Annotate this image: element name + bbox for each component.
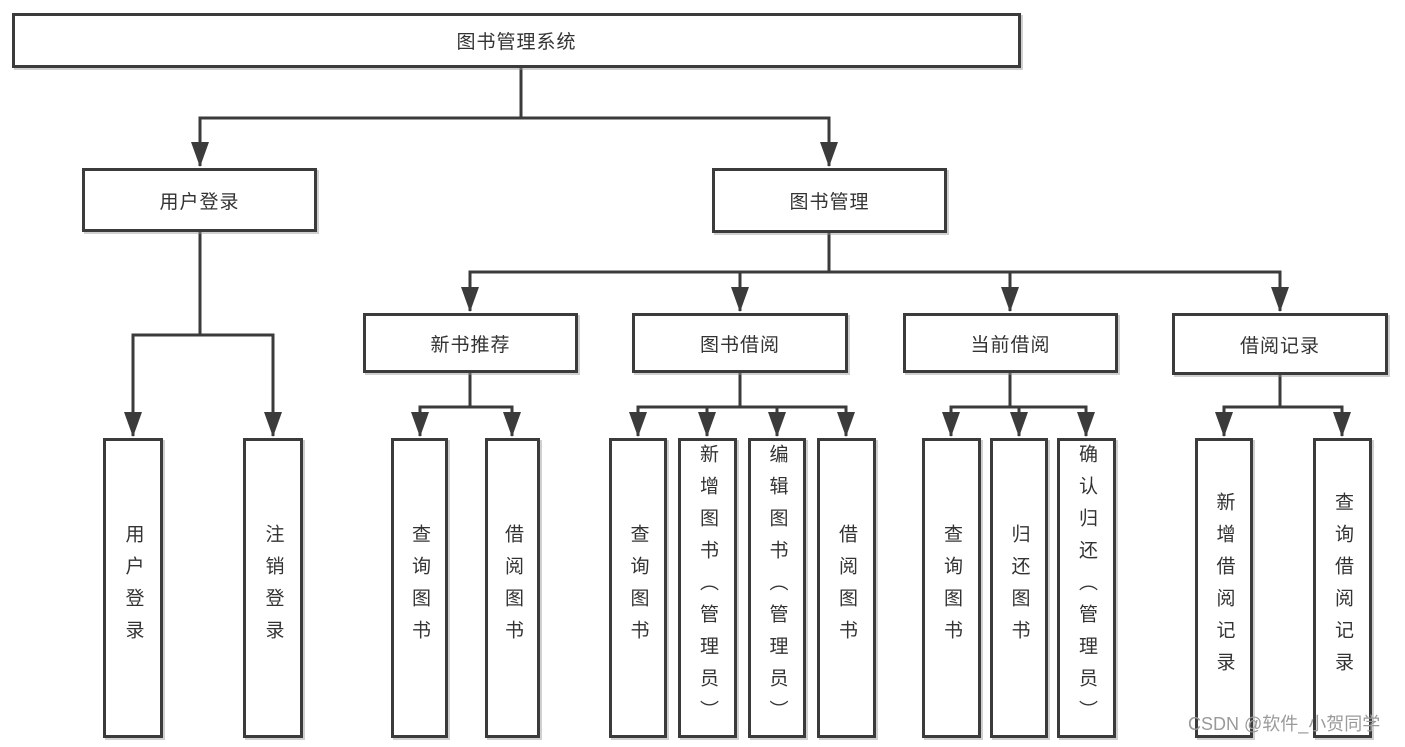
node-book-borrow: 图书借阅 [632, 313, 848, 373]
leaf-add-books-admin-label: 新增图书（管理员） [697, 444, 718, 732]
leaf-query-books-recommend: 查询图书 [391, 438, 448, 738]
leaf-user-login: 用户登录 [103, 438, 163, 738]
leaf-borrow-books: 借阅图书 [817, 438, 876, 738]
node-new-book-recommend-label: 新书推荐 [430, 334, 511, 356]
leaf-logout: 注销登录 [243, 438, 303, 738]
leaf-query-books-borrow: 查询图书 [609, 438, 667, 738]
leaf-return-books-label: 归还图书 [1008, 524, 1030, 652]
node-current-borrow: 当前借阅 [903, 313, 1118, 373]
leaf-query-borrow-record: 查询借阅记录 [1313, 438, 1372, 738]
node-user-login-label: 用户登录 [159, 191, 240, 213]
leaf-edit-books-admin: 编辑图书（管理员） [748, 438, 806, 738]
node-user-login: 用户登录 [82, 168, 317, 232]
leaf-borrow-books-recommend: 借阅图书 [485, 438, 540, 738]
node-borrow-records-label: 借阅记录 [1239, 335, 1320, 357]
leaf-add-borrow-record: 新增借阅记录 [1195, 438, 1253, 738]
leaf-query-books-current: 查询图书 [922, 438, 981, 738]
node-root-label: 图书管理系统 [456, 32, 577, 53]
leaf-add-books-admin: 新增图书（管理员） [678, 438, 737, 738]
leaf-confirm-return-admin-label: 确认归还（管理员） [1076, 444, 1097, 732]
node-new-book-recommend: 新书推荐 [363, 313, 578, 373]
leaf-confirm-return-admin: 确认归还（管理员） [1057, 438, 1116, 738]
node-current-borrow-label: 当前借阅 [970, 334, 1051, 356]
leaf-borrow-books-recommend-label: 借阅图书 [502, 524, 523, 652]
node-root-system: 图书管理系统 [12, 13, 1021, 68]
leaf-query-books-borrow-label: 查询图书 [627, 524, 649, 652]
csdn-watermark: CSDN @软件_小贺同学 [1188, 714, 1381, 734]
leaf-query-borrow-record-label: 查询借阅记录 [1332, 492, 1353, 684]
leaf-query-books-recommend-label: 查询图书 [409, 524, 430, 652]
leaf-borrow-books-label: 借阅图书 [836, 524, 857, 652]
leaf-add-borrow-record-label: 新增借阅记录 [1213, 492, 1235, 684]
leaf-user-login-label: 用户登录 [122, 524, 144, 652]
leaf-edit-books-admin-label: 编辑图书（管理员） [766, 444, 788, 732]
node-book-management-label: 图书管理 [789, 192, 870, 213]
arrowheads [124, 142, 1351, 437]
leaf-return-books: 归还图书 [990, 438, 1048, 738]
leaf-logout-label: 注销登录 [262, 524, 284, 652]
leaf-query-books-current-label: 查询图书 [941, 524, 962, 652]
node-book-borrow-label: 图书借阅 [699, 334, 780, 356]
node-book-management: 图书管理 [712, 168, 947, 233]
node-borrow-records: 借阅记录 [1172, 313, 1388, 375]
